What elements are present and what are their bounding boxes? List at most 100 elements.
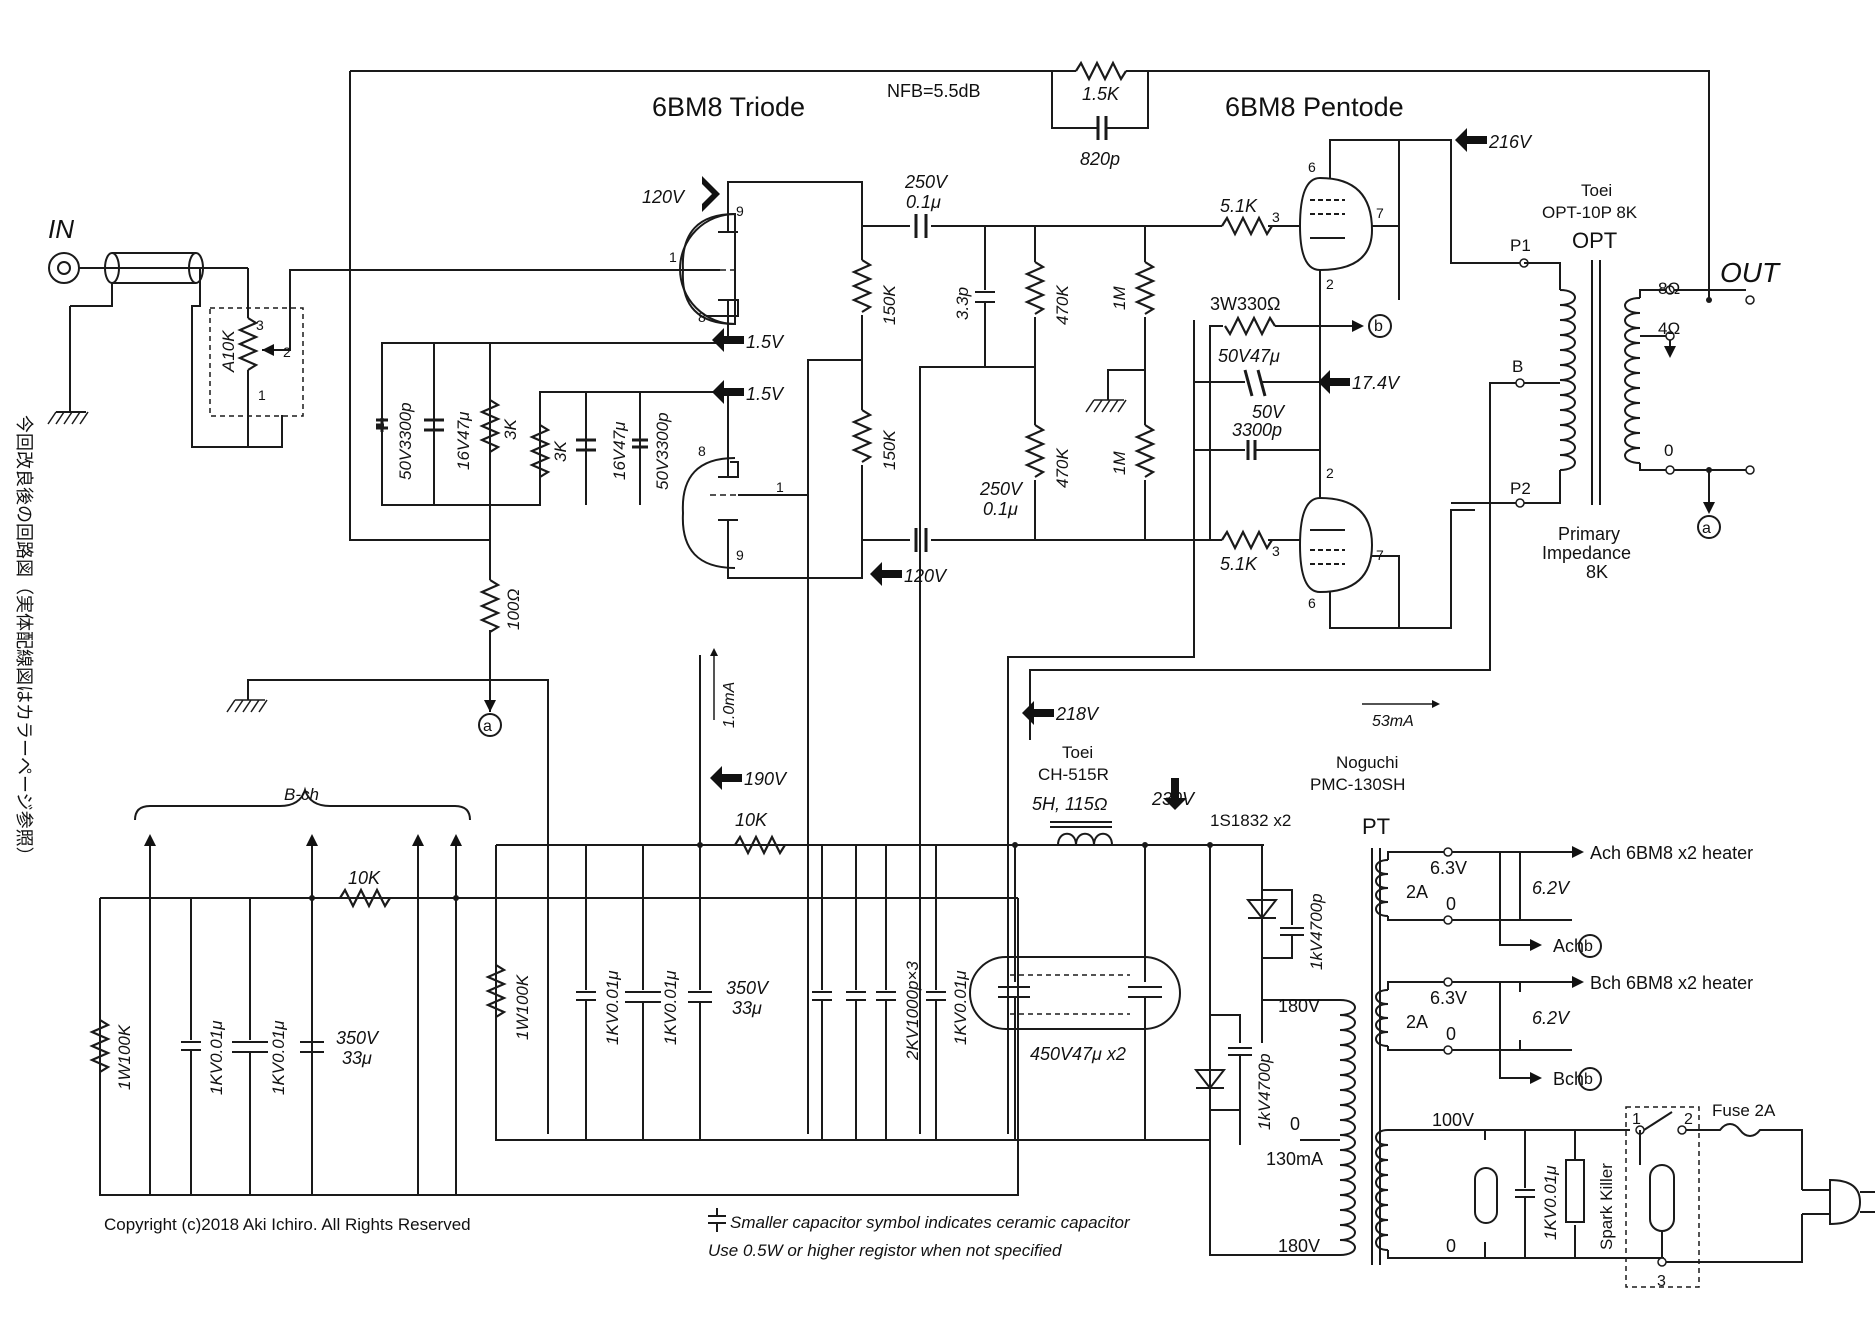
primary-label-3: 8K: [1586, 562, 1608, 582]
power-transformer: Noguchi PMC-130SH PT 180V 0 130mA 180V A…: [1209, 753, 1753, 1265]
heater-a-62v: 6.2V: [1532, 878, 1571, 898]
c-33u-left: 33μ: [342, 1048, 372, 1068]
c-1kv-d: 1KV0.01μ: [661, 970, 680, 1045]
c-1kv-4700p-top: 1kV4700p: [1307, 893, 1326, 970]
pentode-2-tube: 2 3 7 6 5.1K: [1210, 456, 1475, 629]
r-470k-top: 470K: [1053, 285, 1072, 325]
current-1ma: 1.0mA: [721, 682, 738, 728]
r-5-1k-bot: 5.1K: [1220, 554, 1258, 574]
r-1w-100k-right: 1W100K: [513, 974, 532, 1040]
c-coupling-top-v: 250V: [904, 172, 949, 192]
triode-1-pin-8: 8: [698, 309, 706, 325]
note-ceramic: Smaller capacitor symbol indicates ceram…: [730, 1213, 1131, 1232]
pentode-1-pin-3: 3: [1272, 209, 1280, 225]
c-coupling-bot-v: 250V: [979, 479, 1024, 499]
r-100-ohm: 100Ω: [504, 589, 523, 630]
v-1-5-bot: 1.5V: [746, 384, 785, 404]
sec-180-top: 180V: [1278, 996, 1320, 1016]
vr-pin-3: 3: [256, 317, 264, 333]
vr-pin-1: 1: [258, 387, 266, 403]
v-120-top: 120V: [642, 187, 686, 207]
pt-maker: Noguchi: [1336, 753, 1398, 772]
r-150k-bot: 150K: [880, 430, 899, 470]
primary-label-1: Primary: [1558, 524, 1620, 544]
pt-label: PT: [1362, 814, 1390, 839]
fuse-label: Fuse 2A: [1712, 1101, 1776, 1120]
v-190: 190V: [744, 769, 788, 789]
c-coupling-top-c: 0.1μ: [906, 192, 941, 212]
choke-value: 5H, 115Ω: [1032, 794, 1108, 814]
c-1kv-pri: 1KV0.01μ: [1541, 1165, 1560, 1240]
heater-a-label: Ach 6BM8 x2 heater: [1590, 843, 1753, 863]
c-350v-left: 350V: [336, 1028, 380, 1048]
opt-tap-4: 4Ω: [1658, 319, 1680, 338]
heater-a-63v: 6.3V: [1430, 858, 1467, 878]
pentode-1-pin-6: 6: [1308, 159, 1316, 175]
sec-130ma: 130mA: [1266, 1149, 1323, 1169]
nfb-resistor-value: 1.5K: [1082, 84, 1120, 104]
c-2kv-1000p: 2KV1000p×3: [903, 961, 922, 1061]
opt-tap-0: 0: [1664, 441, 1673, 460]
ground-icon: [47, 411, 89, 425]
opt-tap-8: 8Ω: [1658, 279, 1680, 298]
triode-1-tube: 9 1 8: [660, 181, 863, 343]
c-1kv-a: 1KV0.01μ: [207, 1020, 226, 1095]
v-17-4: 17.4V: [1352, 373, 1401, 393]
c-47u-right: 16V47μ: [610, 421, 629, 480]
heater-b-0: 0: [1446, 1024, 1456, 1044]
nfb-label: NFB=5.5dB: [887, 81, 981, 101]
c-33u-right: 33μ: [732, 998, 762, 1018]
triode-2-pin-8: 8: [698, 443, 706, 459]
node-b-heater-a: b: [1584, 938, 1593, 955]
primary-label-2: Impedance: [1542, 543, 1631, 563]
node-b-heater-b: b: [1584, 1071, 1593, 1088]
voltage-markers: 120V 1.5V 1.5V 120V 216V 17.4V 218V 190V…: [642, 128, 1533, 810]
c-50v47u: 50V47μ: [1218, 346, 1280, 366]
sec-180-bot: 180V: [1278, 1236, 1320, 1256]
bch-label: B-ch: [284, 785, 319, 804]
heater-b-63v: 6.3V: [1430, 988, 1467, 1008]
c-1kv-b: 1KV0.01μ: [269, 1020, 288, 1095]
r-470k-bot: 470K: [1053, 448, 1072, 488]
triode-title: 6BM8 Triode: [652, 92, 805, 122]
r-1m-top: 1M: [1110, 286, 1129, 310]
pentode-2-pin-3: 3: [1272, 543, 1280, 559]
c-1kv-e: 1KV0.01μ: [951, 970, 970, 1045]
rectifier-section: 1S1832 x2 1kV4700p 1kV4700p: [1145, 811, 1340, 1145]
vr-pin-2: 2: [283, 344, 291, 360]
r-3k-right: 3K: [551, 441, 570, 462]
c-1kv-4700p-bot: 1kV4700p: [1255, 1053, 1274, 1130]
switch-pin-1: 1: [1632, 1111, 1641, 1128]
switch-pin-3: 3: [1657, 1273, 1666, 1290]
side-caption: 今回改良後の回路図（実体配線図はカラーページ参照）: [14, 415, 34, 865]
r-150k-top: 150K: [880, 285, 899, 325]
copyright: Copyright (c)2018 Aki Ichiro. All Rights…: [104, 1215, 471, 1234]
opt-p2: P2: [1510, 479, 1531, 498]
v-218: 218V: [1055, 704, 1100, 724]
rca-jack-icon: [48, 252, 80, 284]
c-3300p-left: 50V3300p: [396, 402, 415, 480]
r-10k-right: 10K: [735, 810, 768, 830]
triode-2-tube: 8 1 9: [681, 392, 863, 579]
choke-maker: Toei: [1062, 743, 1093, 762]
v-1-5-top: 1.5V: [746, 332, 785, 352]
pentode-2-pin-6: 6: [1308, 595, 1316, 611]
coupling-network: 250V 0.1μ 250V 0.1μ 150K 150K 3.3p 470K …: [807, 172, 1210, 1134]
c-350v-right: 350V: [726, 978, 770, 998]
v-230: 230V: [1151, 789, 1196, 809]
r-3k-left: 3K: [501, 419, 520, 440]
pentode-2-pin-2: 2: [1326, 465, 1334, 481]
pentode-1-pin-7: 7: [1376, 205, 1384, 221]
c-3300p-right: 50V3300p: [653, 412, 672, 490]
nfb-capacitor-value: 820p: [1080, 149, 1120, 169]
node-a-right: a: [1702, 520, 1711, 537]
pentode-title: 6BM8 Pentode: [1225, 92, 1404, 122]
heater-a-b: Ach: [1553, 936, 1584, 956]
pentode-1-pin-2: 2: [1326, 276, 1334, 292]
r-10k-left: 10K: [348, 868, 381, 888]
opt-b: B: [1512, 357, 1523, 376]
input-section: IN: [47, 214, 283, 448]
note-resistor: Use 0.5W or higher registor when not spe…: [708, 1241, 1062, 1260]
heater-a-2a: 2A: [1406, 882, 1428, 902]
